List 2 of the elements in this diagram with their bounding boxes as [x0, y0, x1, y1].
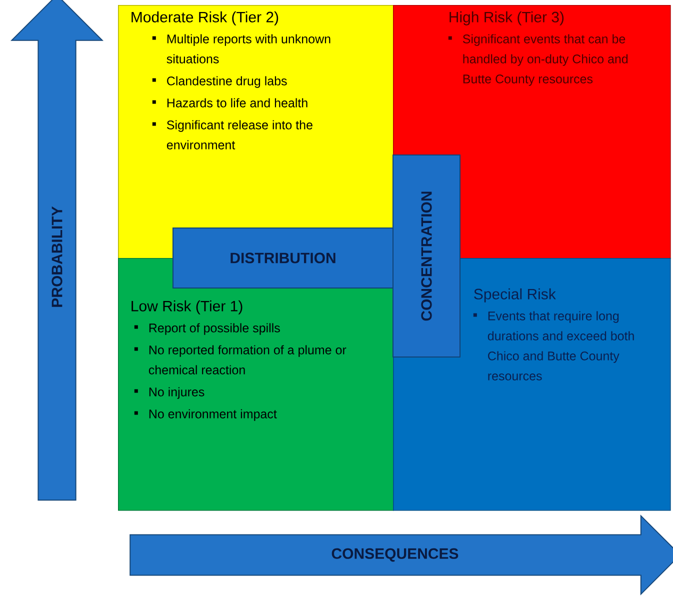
label-tab: DISTRIBUTION [172, 228, 394, 288]
label-tab: CONCENTRATION [392, 154, 460, 358]
